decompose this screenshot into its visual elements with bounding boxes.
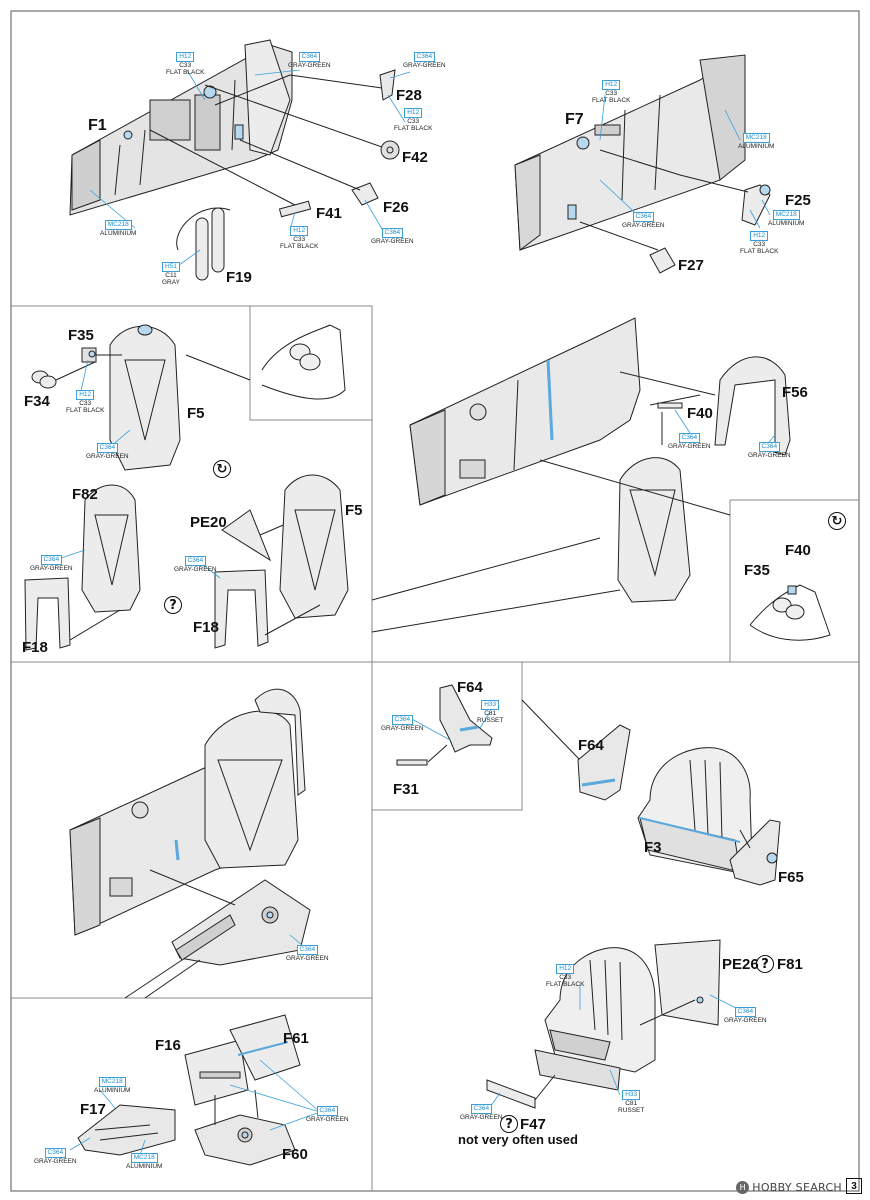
part-label-f47: F47 [520,1116,546,1133]
part-label-pe20: PE20 [190,514,227,531]
part-f19-drawing [176,207,231,281]
part-label-f18-left: F18 [22,639,48,656]
seat-support-f64-drawing [439,684,493,753]
part-label-f18-right: F18 [193,619,219,636]
part-label-f19: F19 [226,269,252,286]
part-label-f34: F34 [24,393,50,410]
part-label-f64-mid: F64 [578,737,604,754]
part-label-f40: F40 [687,405,713,422]
part-label-f64-top: F64 [457,679,483,696]
panel-f7-drawing [514,54,746,251]
part-label-f5-bottom: F5 [345,502,363,519]
part-label-f26: F26 [383,199,409,216]
part-label-f5-top: F5 [187,405,205,422]
part-label-f82: F82 [72,486,98,503]
part-label-f1: F1 [88,117,107,134]
cockpit-assembly-drawing [69,688,306,936]
page-number: 3 [846,1178,862,1194]
rarely-used-note: not very often used [458,1132,578,1147]
part-label-f27: F27 [678,257,704,274]
part-label-f35: F35 [68,327,94,344]
part-label-f42: F42 [402,149,428,166]
part-label-f40-inset: F40 [785,542,811,559]
part-label-f65: F65 [778,869,804,886]
bulkhead-f5-drawing [109,324,181,471]
part-label-f28: F28 [396,87,422,104]
part-label-f25: F25 [785,192,811,209]
part-label-f35-inset: F35 [744,562,770,579]
assembled-side-drawing [409,317,641,506]
part-label-f81: F81 [777,956,803,973]
part-label-f31: F31 [393,781,419,798]
floor-f60-drawing [171,879,311,966]
part-label-pe26: PE26 [722,956,759,973]
hobby-search-logo-icon: H [736,1181,750,1194]
rotate-icon: ↻ [213,460,231,478]
part-label-f7: F7 [565,111,584,128]
part-label-f60: F60 [282,1146,308,1163]
seat-assembled-drawing [534,947,656,1091]
rotate-icon: ↻ [828,512,846,530]
part-label-f3: F3 [644,839,662,856]
part-label-f17: F17 [80,1101,106,1118]
part-label-f56: F56 [782,384,808,401]
question-icon: ? [164,596,182,614]
part-label-f41: F41 [316,205,342,222]
part-label-f16: F16 [155,1037,181,1054]
question-icon: ? [756,955,774,973]
question-icon: ? [500,1115,518,1133]
part-label-f61: F61 [283,1030,309,1047]
